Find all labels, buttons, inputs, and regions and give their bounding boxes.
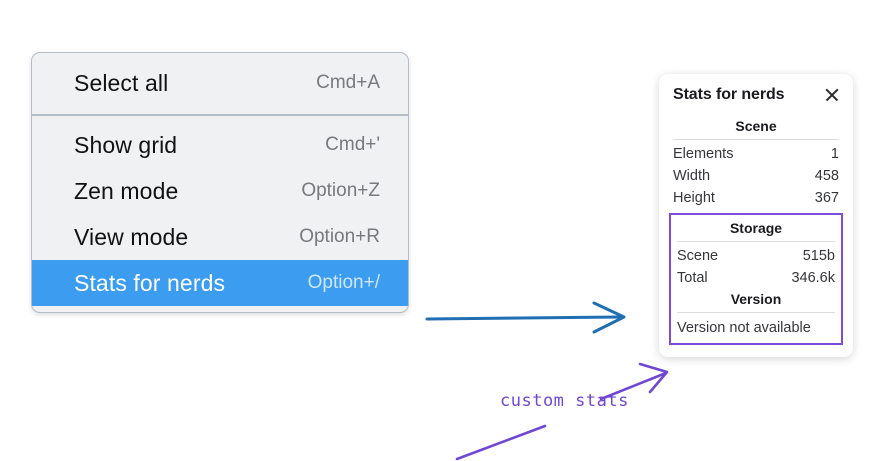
menu-item-shortcut: Option+R [299,226,380,247]
menu-item-stats-for-nerds[interactable]: Stats for nerds Option+/ [32,260,408,306]
stat-row-storage-total: Total 346.6k [673,267,839,289]
stat-value: 367 [814,190,839,206]
menu-item-label: Stats for nerds [74,269,226,296]
menu-item-select-all[interactable]: Select all Cmd+A [32,60,408,106]
stat-row-height: Height 367 [669,187,843,209]
menu-item-label: Show grid [74,131,178,158]
menu-item-shortcut: Cmd+A [316,72,380,93]
custom-stats-highlight-box: Storage Scene 515b Total 346.6k Version … [669,213,843,345]
custom-stats-callout-label: custom stats [500,391,629,411]
menu-item-shortcut: Cmd+' [325,134,380,155]
stat-row-storage-scene: Scene 515b [673,245,839,267]
stats-section-version: Version Version not available [673,289,839,338]
menu-item-shortcut: Option+/ [307,272,380,293]
menu-item-show-grid[interactable]: Show grid Cmd+' [32,122,408,168]
section-title-scene: Scene [735,118,777,134]
menu-separator [32,114,408,116]
stats-panel-header: Stats for nerds [669,86,843,104]
stat-label: Height [673,190,715,206]
menu-item-zen-mode[interactable]: Zen mode Option+Z [32,168,408,214]
version-text: Version not available [677,320,811,336]
stat-value: 458 [814,168,839,184]
stats-for-nerds-panel: Stats for nerds Scene Elements 1 Width 4… [659,74,853,357]
stats-section-storage: Storage Scene 515b Total 346.6k [673,218,839,289]
stat-value: 1 [830,146,839,162]
close-icon[interactable] [823,86,841,104]
stat-row-elements: Elements 1 [669,143,843,165]
stat-value: 346.6k [791,270,835,286]
section-title-storage: Storage [729,220,783,236]
custom-stats-underline-stroke [455,424,547,461]
stat-label: Width [673,168,711,184]
section-divider [677,241,835,242]
menu-group-view: Show grid Cmd+' Zen mode Option+Z View m… [32,116,408,312]
menu-item-label: View mode [74,223,189,250]
stat-label: Total [677,270,708,286]
stat-label: Scene [677,248,719,264]
stat-label: Elements [673,146,734,162]
context-menu[interactable]: Select all Cmd+A Show grid Cmd+' Zen mod… [31,52,409,313]
section-divider [673,139,839,140]
stats-section-scene: Scene Elements 1 Width 458 Height 367 [669,116,843,209]
menu-group-selection: Select all Cmd+A [32,53,408,114]
menu-item-view-mode[interactable]: View mode Option+R [32,214,408,260]
flow-arrow [425,301,626,334]
menu-item-shortcut: Option+Z [301,180,380,201]
stat-value: 515b [802,248,835,264]
menu-item-label: Zen mode [74,177,179,204]
section-divider [677,312,835,313]
section-title-version: Version [730,291,782,307]
menu-item-label: Select all [74,69,169,96]
stats-panel-title: Stats for nerds [673,86,785,103]
stat-row-width: Width 458 [669,165,843,187]
